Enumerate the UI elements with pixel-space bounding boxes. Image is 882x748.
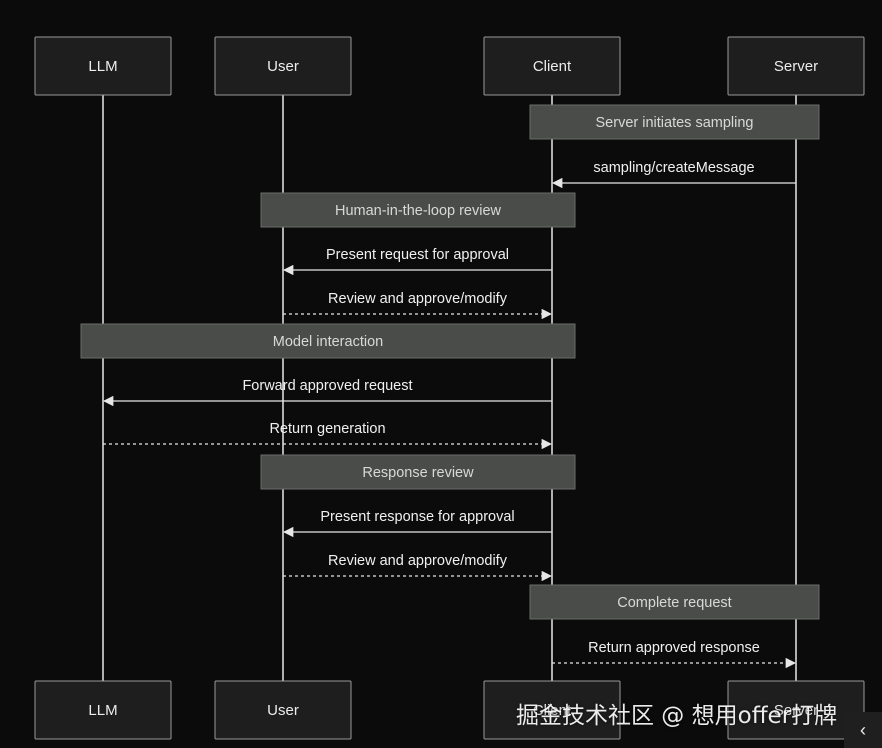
message-label: Return generation <box>269 421 385 437</box>
message-label: sampling/createMessage <box>593 160 754 176</box>
message-arrow: Review and approve/modify <box>283 553 553 582</box>
message-arrow: Review and approve/modify <box>283 291 553 320</box>
note-box: Complete request <box>529 584 820 620</box>
watermark: 掘金技术社区 @ 想用offer打牌 <box>516 703 838 729</box>
message-label: Present response for approval <box>320 509 514 525</box>
message-label: Present request for approval <box>326 247 509 263</box>
actor-box-client-top: Client <box>483 36 621 96</box>
message-label: Return approved response <box>588 640 760 656</box>
actor-label: LLM <box>88 702 117 719</box>
message-label: Review and approve/modify <box>328 291 508 307</box>
actor-box-llm-bottom: LLM <box>34 680 172 740</box>
chevron-left-icon[interactable]: ‹ <box>844 712 882 748</box>
actor-box-server-bottom: Server <box>727 680 865 740</box>
note-label: Complete request <box>617 595 731 611</box>
message-arrow: Forward approved request <box>102 378 552 407</box>
actor-label: User <box>267 58 299 75</box>
actor-label: Client <box>533 58 572 75</box>
actor-box-user-bottom: User <box>214 680 352 740</box>
message-arrow: Present response for approval <box>282 509 552 538</box>
actor-box-llm-top: LLM <box>34 36 172 96</box>
actor-label: User <box>267 702 299 719</box>
note-label: Human-in-the-loop review <box>335 203 502 219</box>
message-label: Forward approved request <box>242 378 412 394</box>
actor-box-client-bottom: Client <box>483 680 621 740</box>
note-box: Server initiates sampling <box>529 104 820 140</box>
actor-label: Client <box>533 702 572 719</box>
actor-box-server-top: Server <box>727 36 865 96</box>
actor-label: LLM <box>88 58 117 75</box>
note-box: Response review <box>260 454 576 490</box>
note-box: Human-in-the-loop review <box>260 192 576 228</box>
message-arrow: Return approved response <box>552 640 797 669</box>
message-arrow: sampling/createMessage <box>551 160 796 189</box>
message-label: Review and approve/modify <box>328 553 508 569</box>
note-label: Server initiates sampling <box>596 115 754 131</box>
actor-label: Server <box>774 702 818 719</box>
note-label: Response review <box>362 465 474 481</box>
message-arrow: Return generation <box>103 421 553 450</box>
actor-label: Server <box>774 58 818 75</box>
actor-box-user-top: User <box>214 36 352 96</box>
note-box: Model interaction <box>80 323 576 359</box>
note-label: Model interaction <box>273 334 383 350</box>
message-arrow: Present request for approval <box>282 247 552 276</box>
